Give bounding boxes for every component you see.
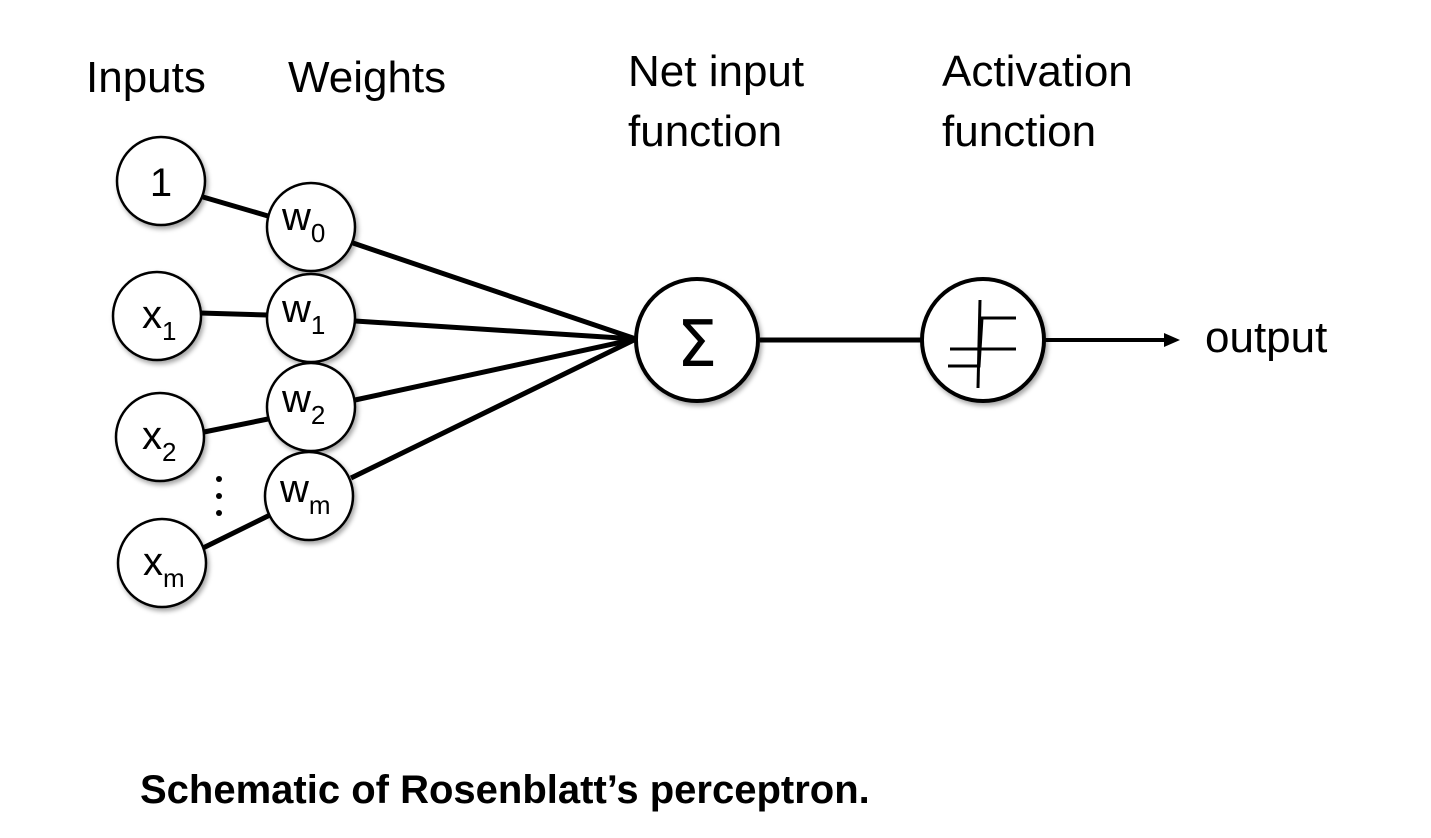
svg-text:wm: wm [279, 467, 331, 520]
net-input-header-line2: function [628, 107, 783, 156]
weight-node-2-label: w [281, 377, 311, 421]
input-node-m-label: x [143, 540, 163, 584]
svg-text:1: 1 [150, 161, 172, 205]
svg-text:xm: xm [143, 540, 185, 593]
weight-node-m: wm [263, 450, 355, 542]
activation-node [920, 277, 1046, 403]
edge-weight-2-sum [354, 336, 637, 403]
svg-text:x1: x1 [142, 293, 176, 346]
caption: Schematic of Rosenblatt’s perceptron. [140, 768, 870, 812]
output-label: output [1205, 313, 1327, 362]
input-node-1-sub: 1 [162, 316, 176, 346]
weight-node-1: w1 [265, 272, 357, 364]
input-node-m: xm [116, 517, 208, 609]
weight-node-m-label: w [279, 467, 309, 511]
inputs-header: Inputs [86, 53, 206, 102]
input-node-1: x1 [111, 270, 203, 362]
svg-text:w1: w1 [281, 287, 325, 340]
input-node-1-label: x [142, 293, 162, 337]
svg-text:w0: w0 [281, 195, 325, 248]
edge-input-1-weight-1 [199, 310, 268, 318]
edge-weight-1-sum [354, 318, 637, 342]
svg-text:x2: x2 [142, 414, 176, 467]
edge-weight-m-sum [349, 336, 638, 481]
input-node-0-label: 1 [150, 161, 172, 205]
weight-node-0-label: w [281, 195, 311, 239]
input-node-2-label: x [142, 414, 162, 458]
edge-weight-0-sum [352, 240, 637, 342]
activation-header-line1: Activation [942, 47, 1133, 96]
input-node-2-sub: 2 [162, 437, 176, 467]
edge-input-0-weight-0 [202, 194, 269, 219]
input-node-0: 1 [115, 135, 207, 227]
sigma-icon: Σ [677, 308, 717, 382]
sum-node: Σ [634, 277, 760, 403]
edge-input-2-weight-2 [203, 416, 269, 435]
edge-input-m-weight-m [201, 511, 274, 551]
vertical-ellipsis-icon [216, 476, 222, 516]
weight-node-1-label: w [281, 287, 311, 331]
arrow-right-icon [1044, 333, 1180, 347]
weight-node-0-sub: 0 [311, 218, 325, 248]
weight-node-2-sub: 2 [311, 400, 325, 430]
weight-node-0: w0 [265, 181, 357, 273]
svg-text:w2: w2 [281, 377, 325, 430]
input-node-m-sub: m [163, 563, 185, 593]
weights-header: Weights [288, 53, 447, 102]
activation-header-line2: function [942, 107, 1097, 156]
weight-node-2: w2 [265, 361, 357, 453]
weight-node-m-sub: m [309, 490, 331, 520]
step-function-icon [948, 299, 1016, 389]
net-input-header-line1: Net input [628, 47, 805, 96]
input-node-2: x2 [114, 391, 206, 483]
weight-node-1-sub: 1 [311, 310, 325, 340]
